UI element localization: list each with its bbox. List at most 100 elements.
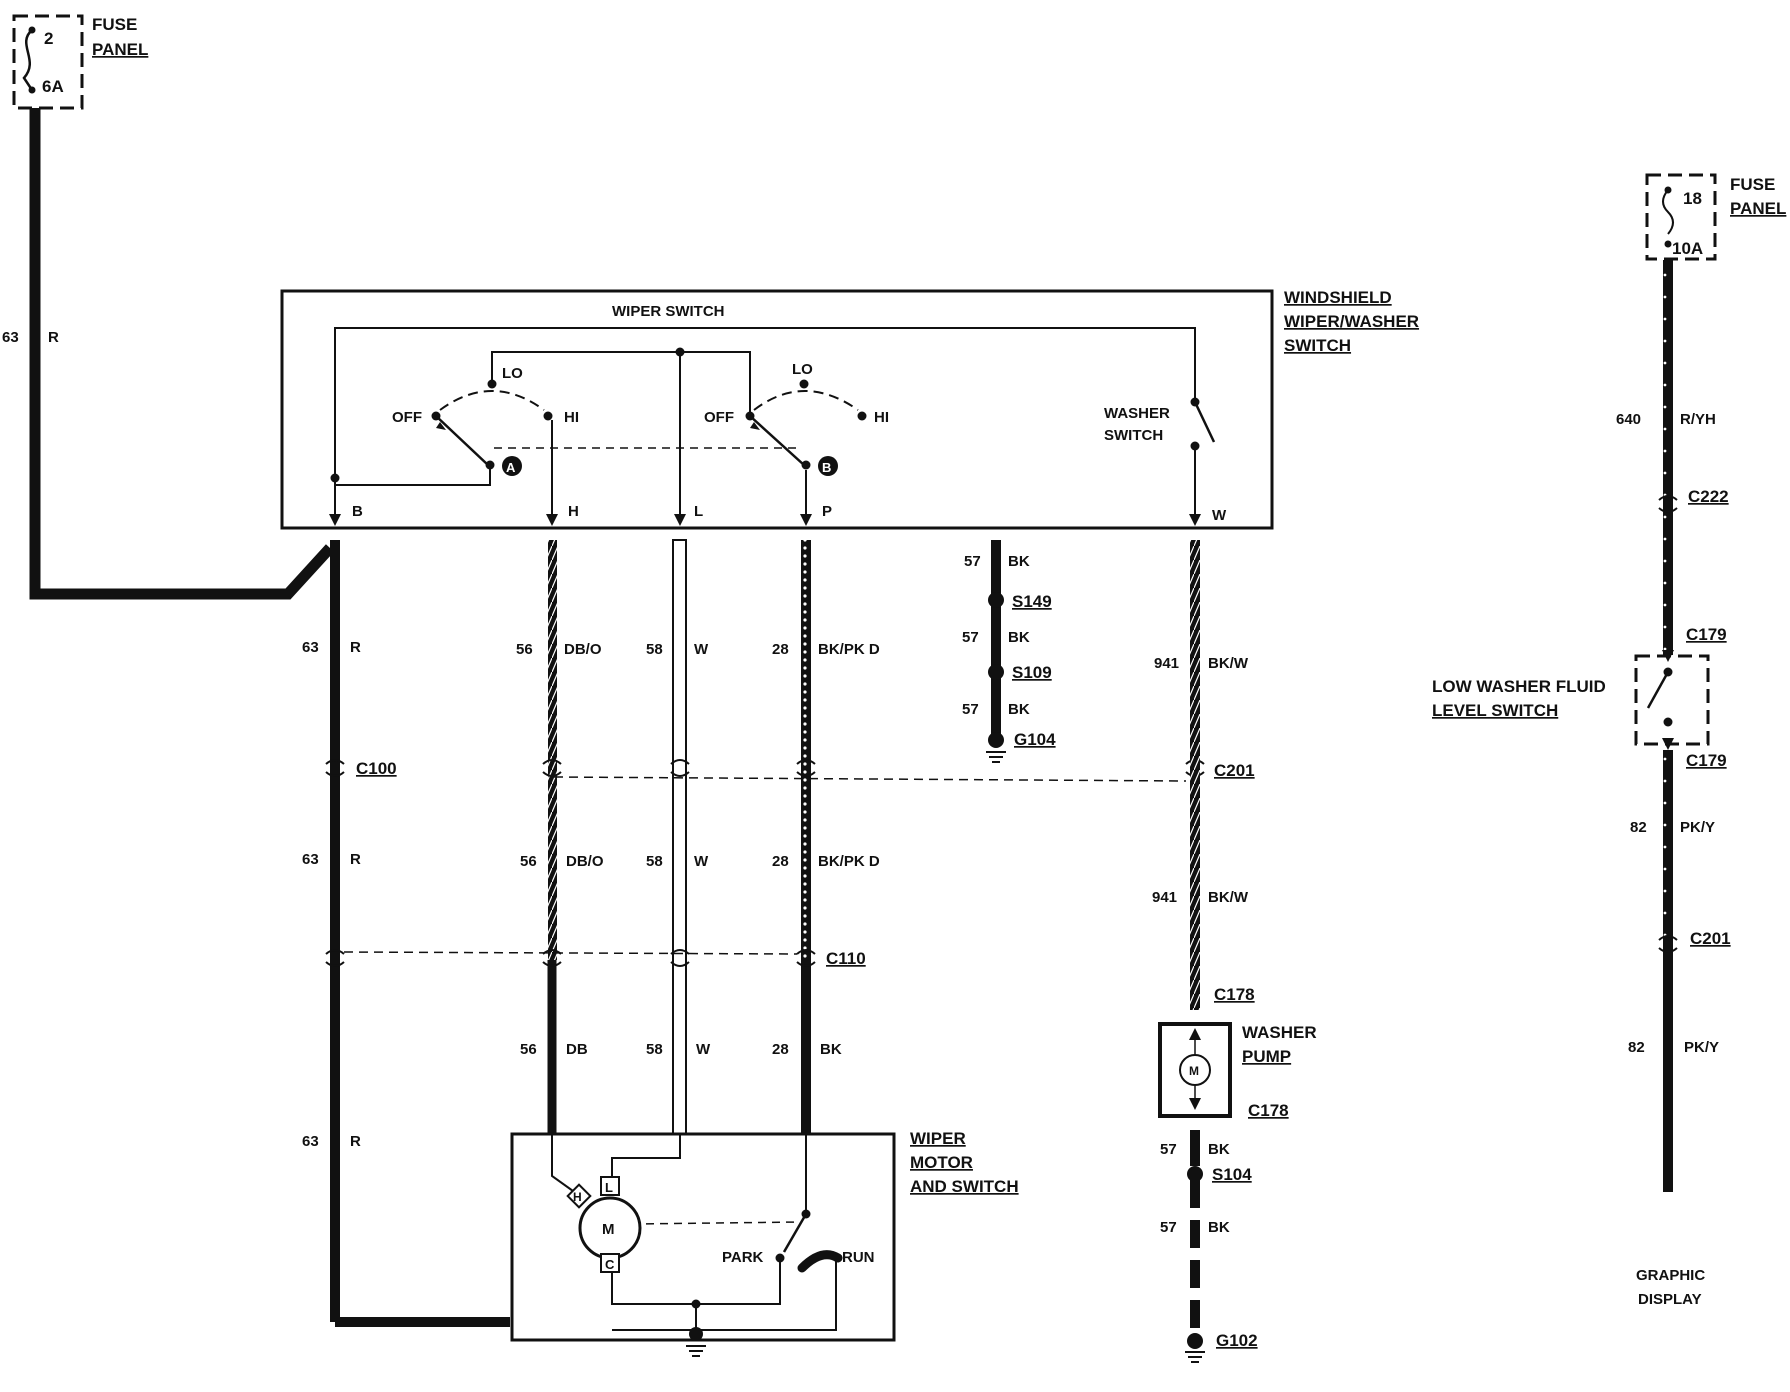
wire-82-num-1: 82 bbox=[1630, 819, 1647, 836]
pump-label-2: PUMP bbox=[1242, 1047, 1291, 1066]
g-wire-color-3: BK bbox=[1008, 701, 1030, 718]
wire-941-bkw: 941 BK/W 941 BK/W C178 bbox=[1152, 540, 1255, 1010]
wire-28-num-1: 28 bbox=[772, 641, 789, 658]
wire-58-color-3: W bbox=[696, 1041, 711, 1058]
wire-56-color-3: DB bbox=[566, 1041, 588, 1058]
wire-82-num-2: 82 bbox=[1628, 1039, 1645, 1056]
footer-line-1: GRAPHIC bbox=[1636, 1267, 1705, 1284]
washer-switch-label-1: WASHER bbox=[1104, 405, 1170, 422]
feed-wire-63 bbox=[29, 108, 335, 600]
g104-label: G104 bbox=[1014, 730, 1056, 749]
fuse-left-label-1: FUSE bbox=[92, 15, 137, 34]
pump-motor-m: M bbox=[1189, 1064, 1199, 1078]
footer-line-2: DISPLAY bbox=[1638, 1291, 1702, 1308]
fuse-panel-right: 18 10A FUSE PANEL bbox=[1645, 173, 1786, 261]
contact-b-label: B bbox=[822, 460, 831, 475]
connector-c110-row: C110 bbox=[325, 949, 866, 968]
fuse-left-label-2: PANEL bbox=[92, 40, 148, 59]
wire-58-color-1: W bbox=[694, 641, 709, 658]
wire-28-color-2: BK/PK D bbox=[818, 853, 880, 870]
wire-56-dbo: 56 DB/O 56 DB/O 56 DB bbox=[516, 540, 604, 1134]
wire-941-color-1: BK/W bbox=[1208, 655, 1249, 672]
c178-label-2: C178 bbox=[1248, 1101, 1289, 1120]
pin-b-label: B bbox=[352, 503, 363, 520]
g-wire-num-3: 57 bbox=[962, 701, 979, 718]
wire-63-num-1: 63 bbox=[302, 639, 319, 656]
wire-82-pky: C201 82 PK/Y 82 PK/Y bbox=[1628, 750, 1731, 1192]
wire-63-color-3: R bbox=[350, 1133, 361, 1150]
wire-28-bkpk: 28 BK/PK D 28 BK/PK D 28 BK bbox=[772, 540, 880, 1134]
fluid-switch-label-2: LEVEL SWITCH bbox=[1432, 701, 1558, 720]
pin-p-label: P bbox=[822, 503, 832, 520]
pump-g-num-2: 57 bbox=[1160, 1219, 1177, 1236]
c178-label-1: C178 bbox=[1214, 985, 1255, 1004]
wire-56-num-3: 56 bbox=[520, 1041, 537, 1058]
wire-941-num-1: 941 bbox=[1154, 655, 1179, 672]
pin-l-label: L bbox=[694, 503, 703, 520]
wire-28-color-3: BK bbox=[820, 1041, 842, 1058]
off-label-b: OFF bbox=[704, 409, 734, 426]
g102-label: G102 bbox=[1216, 1331, 1258, 1350]
wire-56-num-2: 56 bbox=[520, 853, 537, 870]
wire-58-num-2: 58 bbox=[646, 853, 663, 870]
feed-wire-color: R bbox=[48, 329, 59, 346]
s104-label: S104 bbox=[1212, 1165, 1252, 1184]
contact-a-label: A bbox=[506, 460, 516, 475]
s149-label: S149 bbox=[1012, 592, 1052, 611]
pump-g-num-1: 57 bbox=[1160, 1141, 1177, 1158]
g-wire-num-1: 57 bbox=[964, 553, 981, 570]
c100-label: C100 bbox=[356, 759, 397, 778]
run-label: RUN bbox=[842, 1249, 875, 1266]
wire-63-color-1: R bbox=[350, 639, 361, 656]
hi-label-b: HI bbox=[874, 409, 889, 426]
wire-28-color-1: BK/PK D bbox=[818, 641, 880, 658]
g-wire-color-2: BK bbox=[1008, 629, 1030, 646]
g-wire-color-1: BK bbox=[1008, 553, 1030, 570]
c222-label: C222 bbox=[1688, 487, 1729, 506]
pump-g-color-2: BK bbox=[1208, 1219, 1230, 1236]
motor-pin-h: H bbox=[573, 1190, 582, 1204]
off-label-a: OFF bbox=[392, 409, 422, 426]
wire-63-color-2: R bbox=[350, 851, 361, 868]
wire-941-num-2: 941 bbox=[1152, 889, 1177, 906]
wiper-switch-box: WIPER SWITCH WINDSHIELD WIPER/WASHER SWI… bbox=[280, 288, 1419, 530]
motor-pin-c: C bbox=[605, 1257, 615, 1272]
fuse-right-rating: 10A bbox=[1672, 239, 1703, 258]
feed-wire-num: 63 bbox=[2, 329, 19, 346]
wire-58-w: 58 W 58 W 58 W bbox=[646, 539, 711, 1135]
wire-56-color-2: DB/O bbox=[566, 853, 604, 870]
c201-label-2: C201 bbox=[1690, 929, 1731, 948]
motor-m: M bbox=[602, 1221, 615, 1238]
park-label: PARK bbox=[722, 1249, 764, 1266]
motor-label-2: MOTOR bbox=[910, 1153, 973, 1172]
switch-label-3: SWITCH bbox=[1284, 336, 1351, 355]
wire-82-color-1: PK/Y bbox=[1680, 819, 1715, 836]
wire-63-num-3: 63 bbox=[302, 1133, 319, 1150]
washer-pump: M WASHER PUMP C178 bbox=[1158, 1022, 1317, 1120]
wire-56-color-1: DB/O bbox=[564, 641, 602, 658]
pump-ground-57: 57 BK S104 57 BK G102 bbox=[1160, 1130, 1258, 1363]
pump-label-1: WASHER bbox=[1242, 1023, 1317, 1042]
wiper-switch-title: WIPER SWITCH bbox=[612, 303, 725, 320]
wire-58-color-2: W bbox=[694, 853, 709, 870]
connector-c100-row: C100 C201 bbox=[325, 759, 1255, 782]
wire-28-num-3: 28 bbox=[772, 1041, 789, 1058]
wire-58-num-3: 58 bbox=[646, 1041, 663, 1058]
wire-28-num-2: 28 bbox=[772, 853, 789, 870]
wire-640-color: R/YH bbox=[1680, 411, 1716, 428]
pin-w-label: W bbox=[1212, 507, 1227, 524]
c179-label-1: C179 bbox=[1686, 625, 1727, 644]
switch-label-2: WIPER/WASHER bbox=[1284, 312, 1419, 331]
motor-label-1: WIPER bbox=[910, 1129, 966, 1148]
wire-82-color-2: PK/Y bbox=[1684, 1039, 1719, 1056]
fuse-right-label-2: PANEL bbox=[1730, 199, 1786, 218]
wire-58-num-1: 58 bbox=[646, 641, 663, 658]
wire-941-color-2: BK/W bbox=[1208, 889, 1249, 906]
fuse-right-slot: 18 bbox=[1683, 189, 1702, 208]
motor-pin-l: L bbox=[605, 1180, 613, 1195]
wiper-motor: WIPER MOTOR AND SWITCH M L C H PARK RUN bbox=[510, 1129, 1019, 1357]
contact-b-badge bbox=[818, 456, 838, 476]
switch-label-1: WINDSHIELD bbox=[1284, 288, 1392, 307]
wire-640-num: 640 bbox=[1616, 411, 1641, 428]
